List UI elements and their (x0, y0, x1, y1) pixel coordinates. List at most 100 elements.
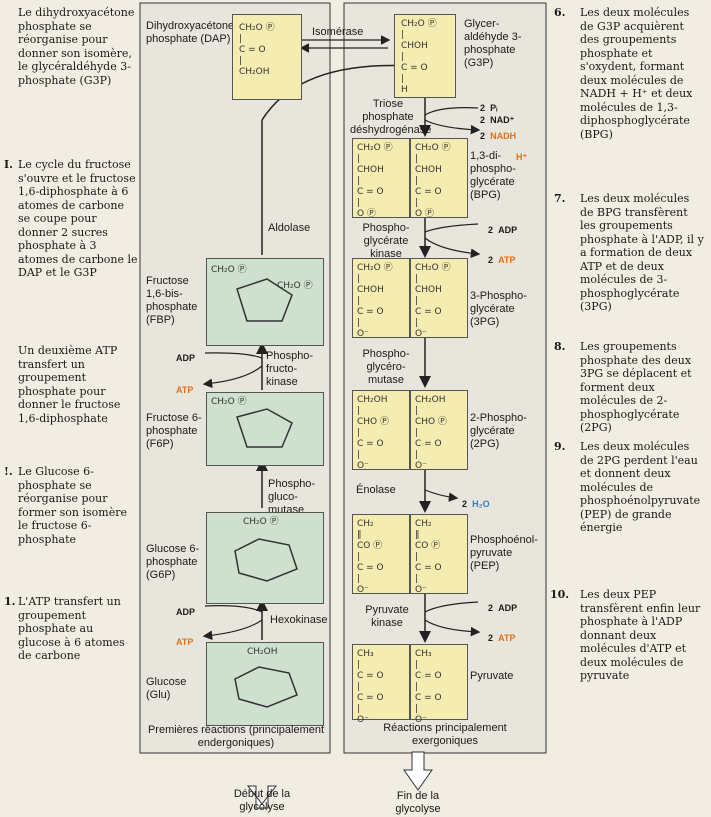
fbp-ch2op-right: CH₂O Ⓟ (277, 281, 313, 291)
end-arrow (403, 751, 433, 791)
formula-line: | (415, 428, 419, 438)
formula-line: ‖ (357, 530, 362, 540)
pk-label: Pyruvate kinase (365, 604, 409, 629)
bpg-formula: CH₂O Ⓟ|CHOH|C = O|O Ⓟ (357, 143, 393, 220)
formula-line: CH₂O Ⓟ (401, 19, 437, 29)
formula-line: CH₂OH (415, 395, 446, 405)
dap-box: CH₂O Ⓟ|C = O|CH₂OH (232, 14, 302, 100)
formula-line: CH₃ (357, 649, 374, 659)
note-step-5: Le dihydroxyacétone phosphate se réorgan… (18, 6, 135, 87)
formula-line: C = O (415, 693, 442, 703)
formula-line: | (239, 34, 243, 44)
pg3-formula: CH₂O Ⓟ|CHOH|C = O|O⁻ (415, 263, 451, 340)
hexokinase-adp: ADP (176, 607, 196, 617)
g6p-ch2op: CH₂O Ⓟ (243, 517, 279, 527)
formula-line: O Ⓟ (357, 209, 376, 219)
formula-line: | (357, 318, 361, 328)
formula-line: H (401, 85, 408, 95)
formula-line: O⁻ (415, 461, 427, 471)
note-step-10: 10.Les deux PEP transfèrent enfin leur p… (550, 588, 701, 682)
formula-line: O⁻ (357, 585, 369, 595)
formula-line: C = O (415, 307, 442, 317)
pyr-formula: CH₃|C = O|C = O|O⁻ (415, 649, 442, 726)
pep-formula: CH₂‖CO Ⓟ|C = O|O⁻ (357, 519, 384, 596)
formula-line: O⁻ (357, 715, 369, 725)
pgk-adp: 2 ADP (488, 225, 518, 235)
formula-line: | (415, 574, 419, 584)
formula-line: | (415, 406, 419, 416)
g3p-formula: CH₂O Ⓟ|CHOH|C = O|H (401, 19, 437, 96)
dap-label: Dihydroxyacétone phosphate (DAP) (146, 20, 235, 45)
formula-line: | (401, 30, 405, 40)
formula-line: | (357, 450, 361, 460)
formula-line: O⁻ (415, 329, 427, 339)
fbp-ring (236, 278, 293, 322)
formula-line: C = O (357, 563, 384, 573)
formula-line: CH₂O Ⓟ (415, 263, 451, 273)
right-footer: Réactions principalement exergoniques (383, 722, 507, 747)
formula-line: O⁻ (415, 585, 427, 595)
formula-line: C = O (401, 63, 428, 73)
formula-line: O⁻ (415, 715, 427, 725)
formula-line: | (357, 296, 361, 306)
formula-line: | (415, 704, 419, 714)
enolase-label: Énolase (356, 484, 396, 496)
bpg-box-1: CH₂O Ⓟ|CHOH|C = O|O Ⓟ (352, 138, 410, 220)
formula-line: CH₂ (357, 519, 374, 529)
h2o-cofactor: 2 H₂O (462, 499, 490, 509)
aldolase-label: Aldolase (268, 222, 311, 234)
pyr-box-2: CH₃|C = O|C = O|O⁻ (410, 644, 468, 725)
formula-line: C = O (415, 671, 442, 681)
glu-ch2oh: CH₂OH (247, 647, 278, 657)
formula-line: CHO Ⓟ (415, 417, 447, 427)
formula-line: CHO Ⓟ (357, 417, 389, 427)
formula-line: | (357, 198, 361, 208)
formula-line: | (357, 176, 361, 186)
pg3-box-2: CH₂O Ⓟ|CHOH|C = O|O⁻ (410, 258, 468, 340)
formula-line: C = O (415, 439, 442, 449)
note-step-9: 9.Les deux molécules de 2PG perdent l'ea… (554, 440, 701, 534)
f6p-ch2op: CH₂O Ⓟ (211, 397, 247, 407)
pgk-label: Phospho-glycérate kinase (362, 222, 410, 260)
formula-line: C = O (357, 187, 384, 197)
glu-box: CH₂OH (206, 642, 324, 726)
note-step-4: I.Le cycle du fructose s'ouvre et le fru… (4, 158, 138, 279)
note-step-6: 6.Les deux molécules de G3P acquièrent d… (554, 6, 693, 141)
end-label: Fin de la glycolyse (395, 790, 441, 815)
g3p-label: Glycer-aldéhyde 3-phosphate (G3P) (464, 18, 522, 69)
bpg-label: 1,3-di-phospho-glycérate (BPG) (470, 150, 516, 201)
pg2-formula: CH₂OH|CHO Ⓟ|C = O|O⁻ (415, 395, 447, 472)
formula-line: | (357, 574, 361, 584)
formula-line: | (415, 154, 419, 164)
pk-atp: 2 ATP (488, 633, 516, 643)
formula-line: | (401, 74, 405, 84)
fbp-label: Fructose 1,6-bis-phosphate (FBP) (146, 275, 198, 326)
formula-line: CHOH (415, 165, 442, 175)
formula-line: ‖ (415, 530, 420, 540)
pyr-box-1: CH₃|C = O|C = O|O⁻ (352, 644, 410, 725)
pg2-box-2: CH₂OH|CHO Ⓟ|C = O|O⁻ (410, 390, 468, 472)
pep-formula: CH₂‖CO Ⓟ|C = O|O⁻ (415, 519, 442, 596)
fbp-box: CH₂O Ⓟ CH₂O Ⓟ (206, 258, 324, 346)
formula-line: | (415, 176, 419, 186)
formula-line: C = O (415, 563, 442, 573)
arrow-aldolase-g3p (261, 59, 415, 121)
formula-line: O Ⓟ (415, 209, 434, 219)
formula-line: C = O (239, 45, 266, 55)
pg3-label: 3-Phospho-glycérate (3PG) (470, 290, 527, 328)
formula-line: C = O (415, 187, 442, 197)
formula-line: CHOH (401, 41, 428, 51)
formula-line: CO Ⓟ (357, 541, 383, 551)
hexokinase-label: Hexokinase (270, 614, 328, 626)
formula-line: | (357, 660, 361, 670)
pep-box-1: CH₂‖CO Ⓟ|C = O|O⁻ (352, 514, 410, 596)
formula-line: | (239, 56, 243, 66)
note-step-1: 1.L'ATP transfert un groupement phosphat… (4, 595, 125, 662)
g3p-box: CH₂O Ⓟ|CHOH|C = O|H (394, 14, 456, 98)
formula-line: CHOH (357, 285, 384, 295)
formula-line: CH₂ (415, 519, 432, 529)
formula-line: CH₂O Ⓟ (239, 23, 275, 33)
start-arrow (246, 785, 278, 809)
pgmut-label: Phospho-glycéro-mutase (362, 348, 410, 386)
